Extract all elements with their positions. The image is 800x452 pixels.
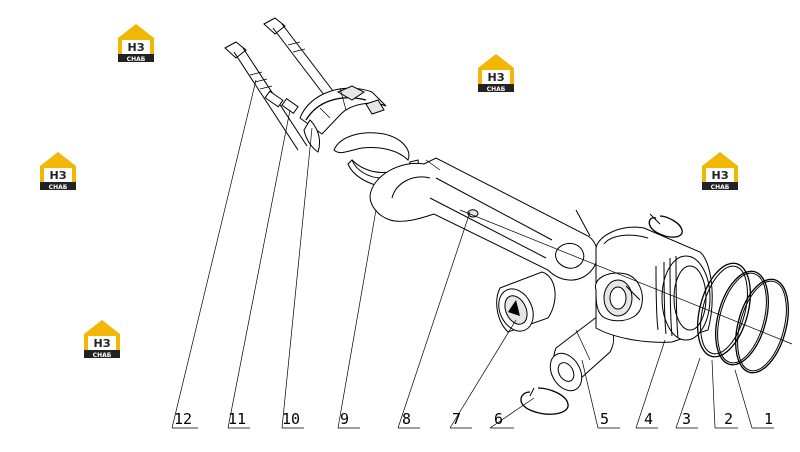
watermark-logo-5: НЗ СНАБ — [84, 320, 120, 359]
callout-2: 2 — [724, 410, 733, 428]
logo-caption: СНАБ — [93, 352, 112, 359]
small-end-bushing-7 — [496, 271, 556, 333]
logo-caption: СНАБ — [711, 184, 730, 191]
circlip-6-top — [648, 213, 683, 238]
callout-6: 6 — [494, 410, 503, 428]
callout-3: 3 — [682, 410, 691, 428]
ring-2 — [715, 270, 769, 366]
watermark-logo-3: НЗ СНАБ — [40, 152, 76, 191]
big-end-cap-10 — [299, 85, 387, 153]
logo-caption: СНАБ — [487, 86, 506, 93]
logo-caption: СНАБ — [127, 56, 146, 63]
callout-11: 11 — [228, 410, 246, 428]
ring-1 — [735, 278, 789, 374]
logo-letters: НЗ — [93, 337, 110, 350]
callout-4: 4 — [644, 410, 653, 428]
callout-7: 7 — [452, 410, 461, 428]
circlip-6 — [520, 387, 569, 415]
watermark-logo-4: НЗ СНАБ — [702, 152, 738, 191]
logo-letters: НЗ — [711, 169, 728, 182]
piston-4 — [594, 226, 713, 343]
callout-1: 1 — [764, 410, 773, 428]
dowel-11 — [264, 90, 299, 114]
callout-5: 5 — [600, 410, 609, 428]
ring-3 — [697, 262, 751, 358]
callout-10: 10 — [282, 410, 300, 428]
connecting-rod-8 — [369, 157, 598, 281]
bearing-shell-9-upper — [333, 132, 410, 161]
piston-pin-5 — [549, 315, 614, 392]
leader-lines — [171, 79, 774, 429]
callout-9: 9 — [340, 410, 349, 428]
callout-8: 8 — [402, 410, 411, 428]
logo-caption: СНАБ — [49, 184, 68, 191]
callout-12: 12 — [174, 410, 192, 428]
assembly-axis-line — [459, 209, 793, 345]
logo-letters: НЗ — [49, 169, 66, 182]
watermark-logo-2: НЗ СНАБ — [478, 54, 514, 93]
logo-letters: НЗ — [127, 41, 144, 54]
logo-letters: НЗ — [487, 71, 504, 84]
watermark-logo-1: НЗ СНАБ — [118, 24, 154, 63]
